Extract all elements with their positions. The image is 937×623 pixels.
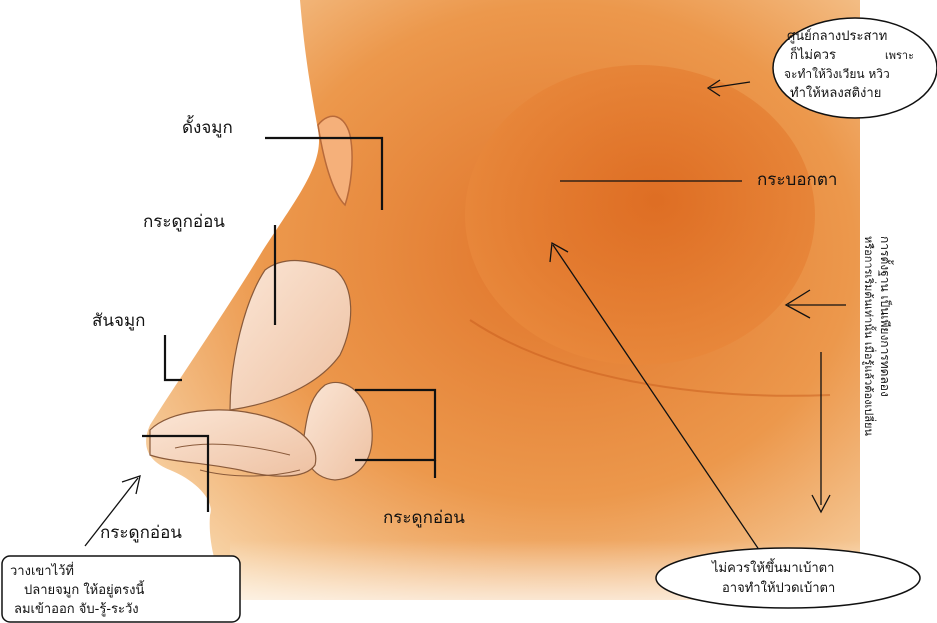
note-top-right-line-4: จะทำให้วิงเวียน หวิว [784,66,890,83]
note-bottom-right-line-2: อาจทำให้ปวดเบ้าตา [722,580,835,597]
note-vertical-right-line-1: การตั้งฐาน เป็นเพียงการทดลอง [876,236,893,397]
label-cartilage-wing: กระดูกอ่อน [383,508,465,528]
note-vertical-right-line-2: หรือการเริ่มต้นเท่านั้น เมื่อรู้แล้วต้อง… [860,236,877,436]
label-cartilage-tip: กระดูกอ่อน [100,523,182,543]
note-top-right-line-2: ก็ไม่ควร [790,47,836,64]
label-eye-socket: กระบอกตา [757,170,837,190]
note-top-right-line-1: ศูนย์กลางประสาท [787,28,887,45]
label-nose-ridge: สันจมูก [92,311,145,331]
note-bottom-left-line-3: ลมเข้าออก จับ-รู้-ระวัง [14,601,139,618]
label-nasal-bridge: ดั้งจมูก [182,118,233,138]
note-bottom-right-line-1: ไม่ควรให้ขึ้นมาเบ้าตา [712,560,834,577]
note-bottom-left-line-2: ปลายจมูก ให้อยู่ตรงนี้ [24,582,144,599]
eye-socket-shape [465,65,815,365]
label-cartilage-upper: กระดูกอ่อน [143,212,225,232]
note-top-right-line-5: ทำให้หลงสติง่าย [790,85,881,102]
note-bubble-bottom-right [656,548,920,608]
note-bottom-left-line-1: วางเขาไว้ที่ [10,563,74,580]
note-top-right-line-3: เพราะ [885,47,914,64]
